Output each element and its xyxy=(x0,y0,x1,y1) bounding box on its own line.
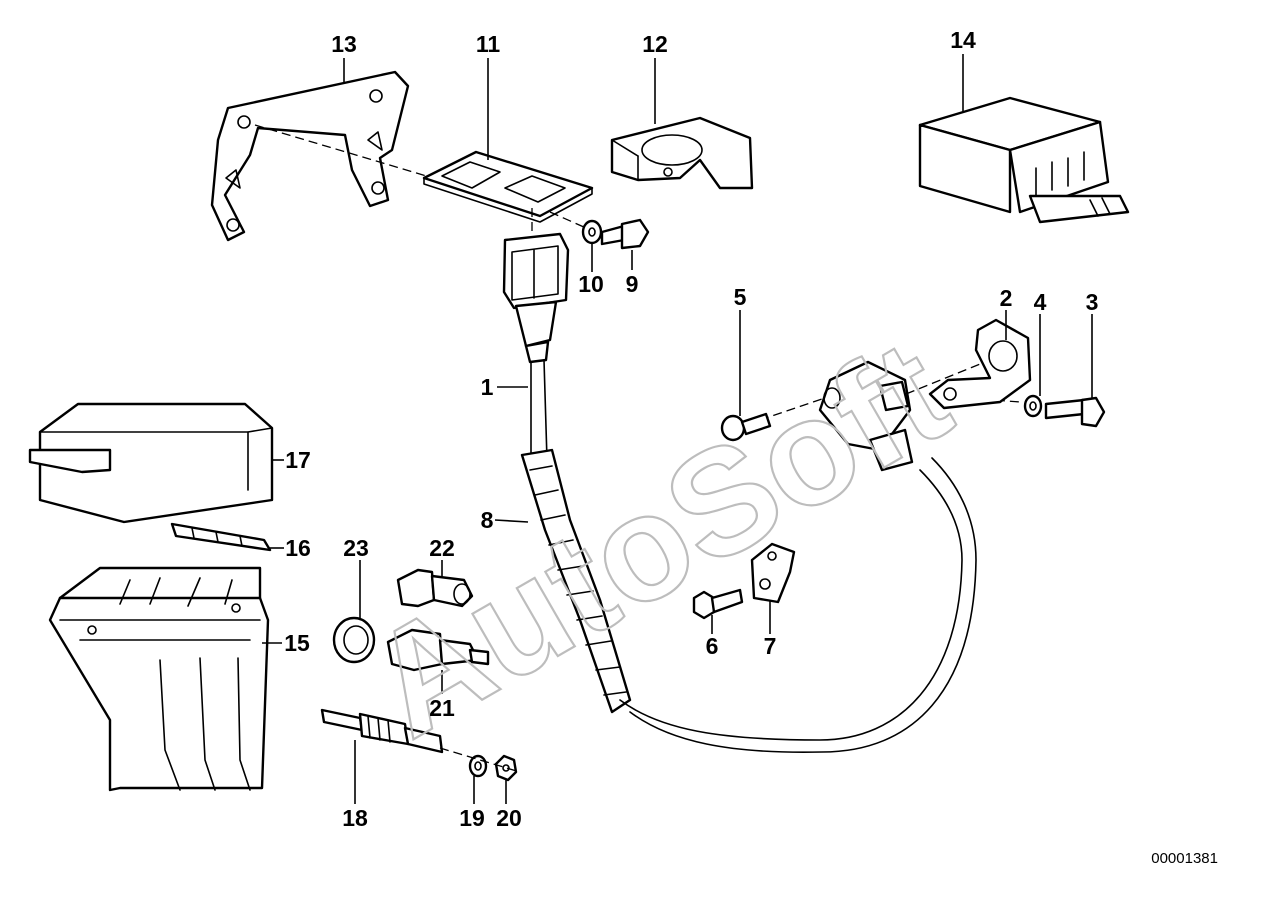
part-2-sensor-bracket xyxy=(928,318,1032,410)
callout-1: 1 xyxy=(481,374,494,400)
part-4-washer xyxy=(1023,394,1043,418)
callout-2: 2 xyxy=(1000,285,1013,311)
part-3-bolt xyxy=(1044,396,1106,428)
callout-3: 3 xyxy=(1086,289,1099,315)
callout-12: 12 xyxy=(642,31,668,57)
callout-11: 11 xyxy=(476,31,501,57)
part-1-wiring-harness xyxy=(502,232,977,754)
callout-10: 10 xyxy=(578,271,604,297)
part-16-gasket xyxy=(170,522,272,552)
callout-20: 20 xyxy=(496,805,522,831)
dash-13-11 xyxy=(254,124,441,181)
dash-11-10 xyxy=(549,211,587,229)
callout-22: 22 xyxy=(429,535,455,561)
callout-17: 17 xyxy=(285,447,311,473)
callout-16: 16 xyxy=(285,535,311,561)
callout-4: 4 xyxy=(1034,289,1047,315)
callout-7: 7 xyxy=(764,633,777,659)
callout-6: 6 xyxy=(706,633,719,659)
part-6-bolt xyxy=(692,588,744,620)
part-22-temperature-switch xyxy=(396,568,474,608)
part-11-mounting-plate xyxy=(422,150,594,223)
callout-15: 15 xyxy=(284,630,310,656)
part-10-washer xyxy=(581,219,603,245)
callout-23: 23 xyxy=(343,535,369,561)
callout-13: 13 xyxy=(331,31,357,57)
callout-8: 8 xyxy=(481,507,494,533)
diagram-reference-number: 00001381 xyxy=(1151,850,1218,867)
part-19-washer xyxy=(468,754,488,778)
callout-21: 21 xyxy=(429,695,455,721)
part-5-bolt xyxy=(720,412,772,442)
part-18-glow-plug xyxy=(320,708,444,754)
part-13-mounting-bracket xyxy=(210,70,410,242)
callout-5: 5 xyxy=(734,284,747,310)
part-21-temperature-switch xyxy=(386,628,490,672)
callout-labels: 1 2 3 4 5 6 7 8 9 10 11 12 13 14 15 16 1… xyxy=(284,27,1098,831)
callout-14: 14 xyxy=(950,27,976,53)
dash-sensor-2 xyxy=(905,359,991,395)
dash-5-sensor xyxy=(759,397,826,421)
leader-lines xyxy=(262,54,1093,804)
callout-9: 9 xyxy=(626,271,639,297)
part-7-clip xyxy=(750,542,796,604)
callout-18: 18 xyxy=(342,805,368,831)
part-23-seal-ring xyxy=(332,616,376,664)
sensor-housing xyxy=(818,360,914,472)
part-15-relay-box xyxy=(48,566,270,792)
part-12-relay-holder xyxy=(610,116,754,190)
part-9-bolt xyxy=(600,218,650,250)
callout-19: 19 xyxy=(459,805,485,831)
part-14-relay xyxy=(918,96,1130,224)
part-20-nut xyxy=(494,754,518,782)
part-17-cover xyxy=(28,402,274,524)
